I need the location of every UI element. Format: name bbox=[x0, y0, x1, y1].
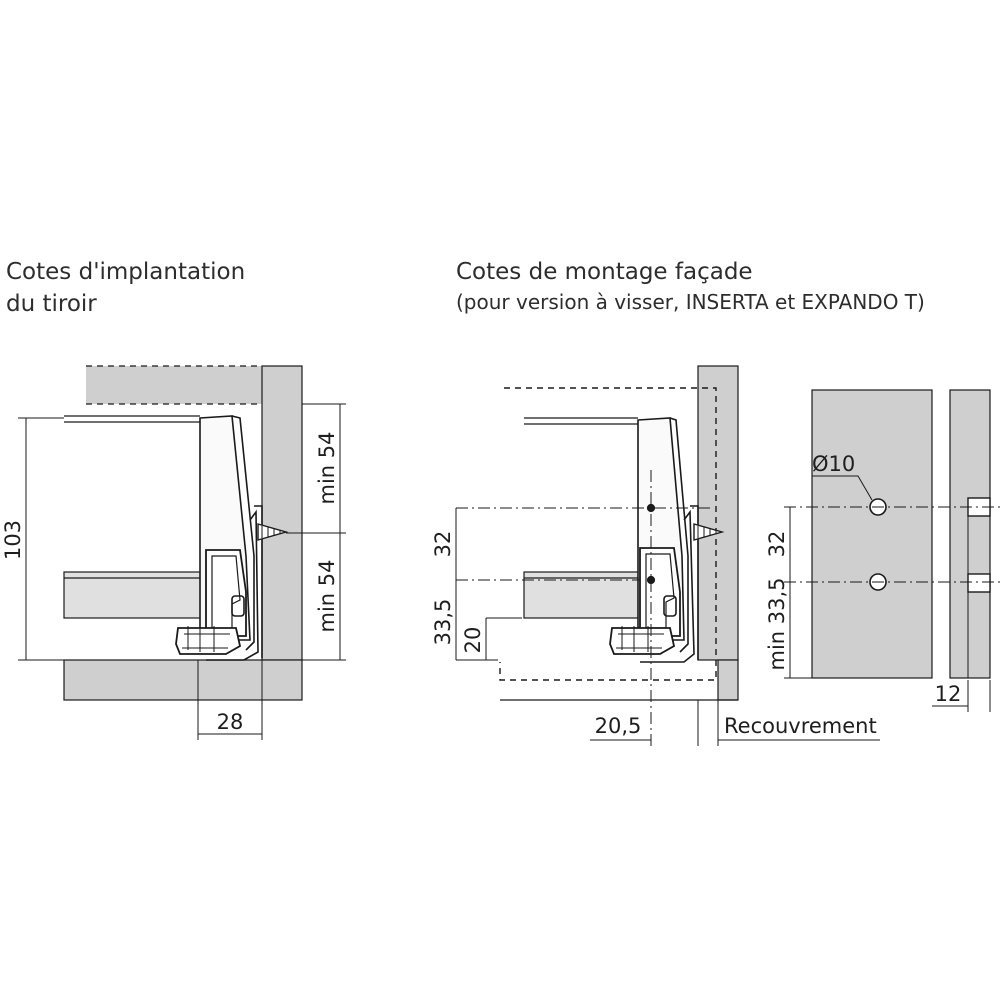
right-title-line1: Cotes de montage façade bbox=[456, 259, 753, 285]
left-cabinet-top-panel bbox=[86, 366, 262, 404]
right-dim-32-33-5 bbox=[455, 508, 522, 661]
left-cabinet-side-panel bbox=[261, 365, 303, 661]
front-dimension-labels: Ø10 32 min 33,5 12 bbox=[765, 452, 961, 706]
left-title-line1: Cotes d'implantation bbox=[6, 259, 246, 285]
right-screw bbox=[693, 523, 725, 541]
right-front-outline bbox=[499, 387, 717, 681]
right-title-line2: (pour version à visser, INSERTA et EXPAN… bbox=[456, 290, 925, 314]
left-dim-label-lower: min 54 bbox=[315, 560, 339, 633]
right-cabinet-bottom-panel bbox=[717, 659, 739, 701]
front-panel-edge bbox=[949, 389, 991, 679]
right-diagram-title: Cotes de montage façade (pour version à … bbox=[456, 256, 996, 316]
front-dim-label-diameter: Ø10 bbox=[812, 452, 855, 476]
right-drawer-bottom bbox=[523, 571, 643, 619]
left-cabinet-bottom-panel bbox=[63, 659, 303, 701]
left-diagram-title: Cotes d'implantation du tiroir bbox=[6, 256, 306, 320]
left-drawer-bottom bbox=[63, 571, 205, 619]
left-installation-diagram bbox=[18, 365, 346, 740]
right-dim-label-overlay: Recouvrement bbox=[724, 714, 877, 738]
front-panel-face bbox=[811, 389, 933, 679]
right-cabinet-side-panel bbox=[697, 365, 739, 661]
right-dim-label-33-5: 33,5 bbox=[431, 599, 455, 646]
left-dim-28 bbox=[197, 660, 263, 740]
right-dim-bottom bbox=[590, 700, 880, 746]
left-dim-54 bbox=[286, 403, 346, 661]
left-title-line2: du tiroir bbox=[6, 291, 97, 317]
right-dim-label-20-5: 20,5 bbox=[595, 714, 642, 738]
left-dim-label-upper: min 54 bbox=[315, 432, 339, 505]
left-dimension-labels: 103 min 54 min 54 28 bbox=[1, 432, 339, 735]
front-dim-label-12: 12 bbox=[935, 682, 962, 706]
right-dim-label-20: 20 bbox=[461, 627, 485, 654]
right-mounting-diagram bbox=[455, 365, 880, 748]
front-panel-view bbox=[784, 389, 1000, 712]
right-dim-label-32: 32 bbox=[431, 531, 455, 558]
left-dim-label-28: 28 bbox=[217, 710, 244, 734]
left-dim-label-103: 103 bbox=[1, 520, 25, 560]
left-dim-103 bbox=[18, 417, 64, 661]
left-screw bbox=[257, 523, 289, 541]
front-dim-label-32: 32 bbox=[765, 531, 789, 558]
right-dimension-labels: 32 33,5 20 20,5 Recouvrement bbox=[431, 531, 877, 738]
front-dim-label-33-5: min 33,5 bbox=[765, 577, 789, 670]
left-drawer-side bbox=[64, 415, 200, 423]
